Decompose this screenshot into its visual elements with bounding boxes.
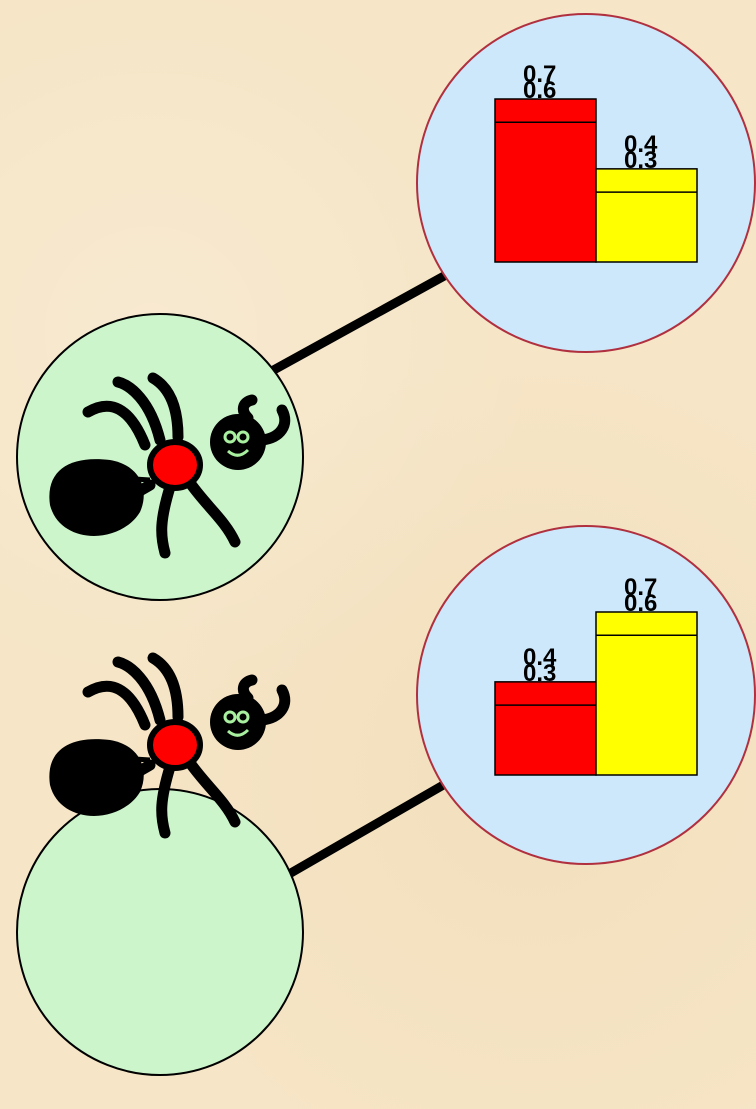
- bar-label-top: 0.7: [523, 61, 556, 88]
- bar-label-top: 0.4: [624, 131, 658, 158]
- bar-yellow: [595, 168, 698, 263]
- bar-label-bottom: 0.3: [523, 660, 556, 687]
- bar-label-top: 0.7: [624, 574, 657, 601]
- bar-red: [494, 681, 597, 776]
- bar-chart-1: 0.70.6 0.40.3: [494, 61, 698, 263]
- bar-yellow: [595, 611, 698, 776]
- bar-label-top: 0.4: [523, 644, 557, 671]
- connector-line-1: [265, 265, 460, 377]
- bar-label-bottom: 0.6: [624, 590, 657, 617]
- bar-chart-2: 0.40.3 0.70.6: [494, 574, 698, 776]
- bar-label-bottom: 0.6: [523, 77, 556, 104]
- bar-label-bottom: 0.3: [624, 147, 657, 174]
- bar-red: [494, 98, 597, 263]
- ant-icon: [49, 652, 291, 839]
- ant-icon: [49, 372, 291, 559]
- connector-line-2: [265, 775, 457, 890]
